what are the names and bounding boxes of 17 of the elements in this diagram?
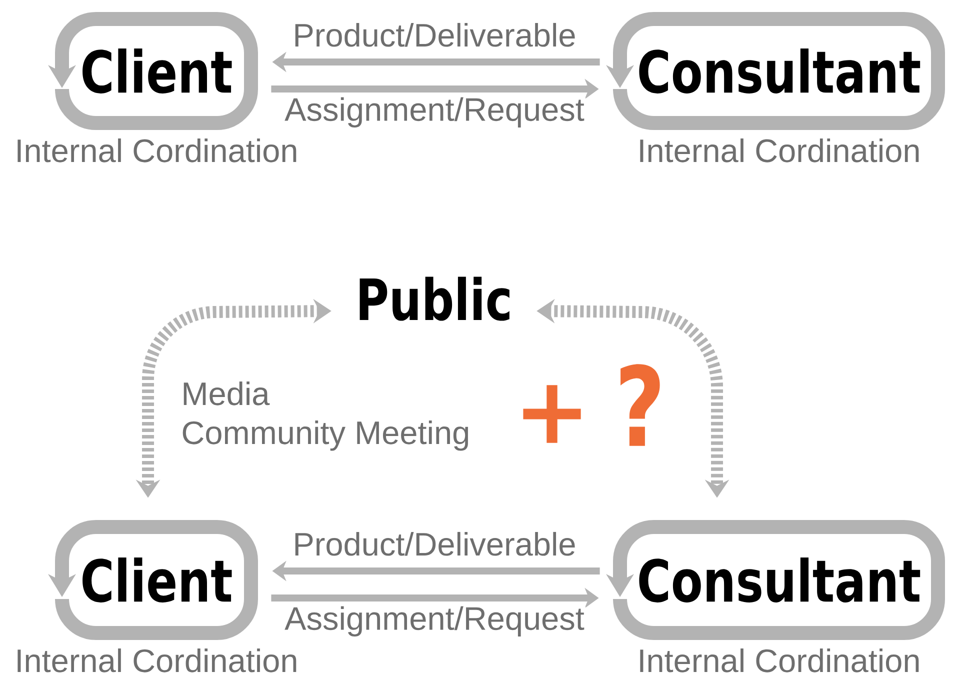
edge-label: Product/Deliverable (292, 22, 578, 48)
loop-arrow-box: Client (48, 12, 258, 130)
loop-arrow-box: Consultant (606, 12, 945, 130)
node-caption: Internal Cordination (640, 648, 919, 672)
node-label: Public (360, 276, 510, 321)
question-mark: ? (620, 364, 660, 446)
node-caption: Internal Cordination (18, 648, 296, 672)
plus-sign: + (523, 385, 581, 443)
note-text: Media (184, 381, 270, 406)
edge-label: Product/Deliverable (292, 530, 578, 557)
loop-arrow-box: Client (48, 520, 258, 640)
node-caption: Internal Cordination (640, 138, 919, 162)
edge-label: Assignment/Request (284, 605, 586, 638)
node-caption: Internal Cordination (18, 138, 296, 162)
note-text: Community Meeting (182, 420, 468, 451)
loop-arrow-box: Consultant (606, 520, 945, 640)
edge-label: Assignment/Request (284, 96, 586, 128)
